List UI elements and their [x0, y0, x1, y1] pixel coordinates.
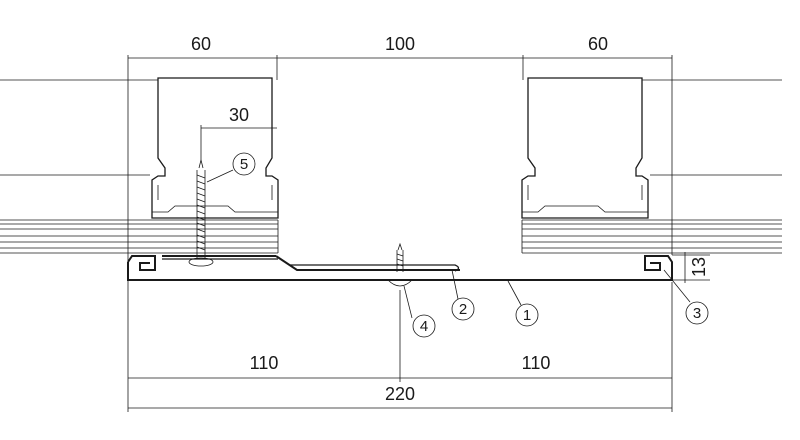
screw — [188, 159, 214, 267]
side-dimension — [672, 252, 710, 283]
dim-top-right: 60 — [588, 34, 608, 54]
callout-1-label: 1 — [523, 307, 531, 324]
callout-4-label: 4 — [420, 318, 428, 335]
callout-2: 2 — [451, 269, 475, 321]
rivet — [387, 242, 413, 287]
callout-5-label: 5 — [240, 156, 248, 173]
callout-3: 3 — [663, 269, 709, 325]
right-stud — [521, 77, 649, 219]
callout-1: 1 — [507, 280, 539, 327]
left-stud — [151, 77, 279, 219]
profile-strip — [127, 255, 673, 281]
dim-top-middle: 100 — [385, 34, 415, 54]
dim-bottom-left: 110 — [250, 353, 279, 373]
dim-top-left: 60 — [191, 34, 211, 54]
dim-screw-offset: 30 — [229, 105, 249, 125]
dim-bottom-total: 220 — [385, 384, 415, 404]
top-dimension-lines — [127, 55, 673, 282]
dim-bottom-right: 110 — [522, 353, 551, 373]
bottom-dimension-lines — [127, 282, 673, 412]
callout-2-label: 2 — [459, 301, 467, 318]
dim-side-height: 13 — [689, 257, 709, 277]
callout-3-label: 3 — [693, 305, 701, 322]
callout-4: 4 — [403, 285, 436, 338]
callout-5: 5 — [206, 152, 256, 183]
left-board-stack — [0, 219, 279, 254]
horizontal-reference-lines — [0, 79, 782, 176]
right-board-stack — [521, 219, 782, 254]
